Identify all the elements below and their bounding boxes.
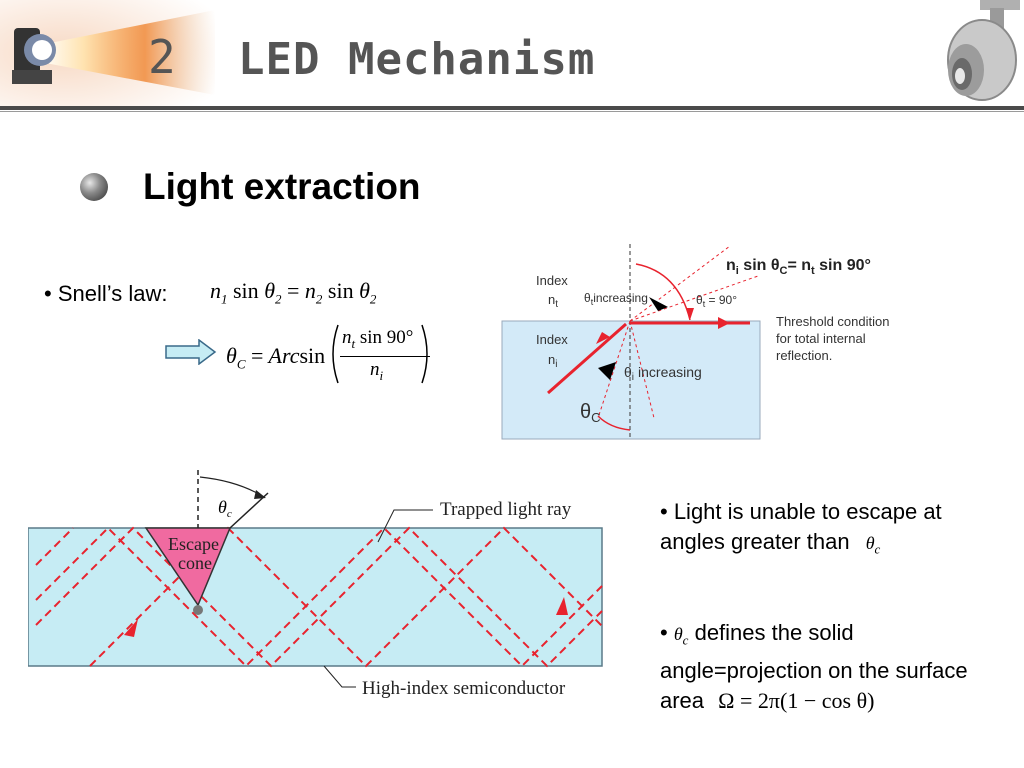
grazing-arrowhead: [718, 317, 730, 329]
cone-edge: [229, 492, 269, 529]
refracted-ray-1: [629, 245, 731, 322]
svg-text:Threshold condition: Threshold condition: [776, 314, 889, 329]
incident-ray: [547, 322, 627, 395]
ray-arrow-2: [556, 597, 568, 615]
refracted-ray-2: [629, 275, 759, 322]
snell-law-equation: n1 sin θ2 = n2 sin θ2: [210, 278, 377, 307]
critical-angle-equation: θC = Arcsin nt sin 90° ni: [226, 323, 436, 385]
semiconductor-label: High-index semiconductor: [362, 678, 566, 699]
snell-law-label: • Snell’s law:: [44, 281, 168, 306]
ray-arrow-1: [124, 619, 138, 637]
spotlight-logo: [947, 0, 1020, 101]
svg-text:ni: ni: [548, 352, 557, 370]
svg-text:Index: Index: [536, 273, 568, 288]
right-arrow-icon: [165, 339, 217, 365]
header-divider-thin: [0, 111, 1024, 112]
theta-c-arc: [199, 476, 265, 498]
svg-text:θc: θc: [218, 497, 232, 520]
svg-text:Index: Index: [536, 332, 568, 347]
svg-text:θC: θC: [580, 401, 601, 425]
defines-bullet: • θc defines the solid angle=projection …: [660, 620, 968, 713]
section-title: Light extraction: [143, 166, 421, 207]
arrow-t-increasing: [649, 297, 668, 311]
right-paren: [421, 324, 428, 384]
semiconductor-leader: [323, 665, 356, 688]
slide-number: 2: [148, 30, 176, 84]
led-lamp-logo: [0, 0, 215, 106]
svg-text:θtincreasing: θtincreasing: [584, 291, 648, 307]
svg-text:reflection.: reflection.: [776, 348, 832, 363]
trapped-leader: [377, 509, 433, 543]
semiconductor-pane: [501, 320, 761, 440]
incident-dashed-2: [597, 320, 631, 419]
refraction-diagram: ni sin θC= nt sin 90° Index nt θtincreas…: [501, 244, 889, 440]
fraction-bar: [340, 356, 430, 357]
svg-text:nt: nt: [548, 292, 558, 310]
solid-angle-equation: Ω = 2π(1 − cos θ): [718, 687, 875, 713]
incident-arrowhead: [596, 332, 610, 344]
escape-bullet: • Light is unable to escape at angles gr…: [660, 499, 942, 557]
theta-c-arc: [597, 415, 631, 431]
left-paren: [332, 324, 339, 384]
trapped-light-diagram: θc Escape cone Trapped light ray High-in…: [28, 470, 603, 699]
arrow-i-increasing: [598, 362, 616, 380]
incident-dashed-1: [629, 320, 655, 419]
cone-label: cone: [178, 553, 212, 573]
escape-label: Escape: [168, 534, 219, 554]
sphere-bullet-icon: [80, 173, 108, 201]
svg-text:ni sin θC= nt sin 90°: ni sin θC= nt sin 90°: [726, 257, 871, 277]
header-divider: [0, 106, 1024, 110]
trapped-ray-label: Trapped light ray: [440, 499, 572, 520]
emission-point: [193, 605, 203, 615]
slide-title: LED Mechanism: [238, 34, 596, 85]
svg-text:for total internal: for total internal: [776, 331, 866, 346]
escape-cone: [144, 527, 232, 607]
svg-text:θt = 90°: θt = 90°: [696, 293, 737, 309]
